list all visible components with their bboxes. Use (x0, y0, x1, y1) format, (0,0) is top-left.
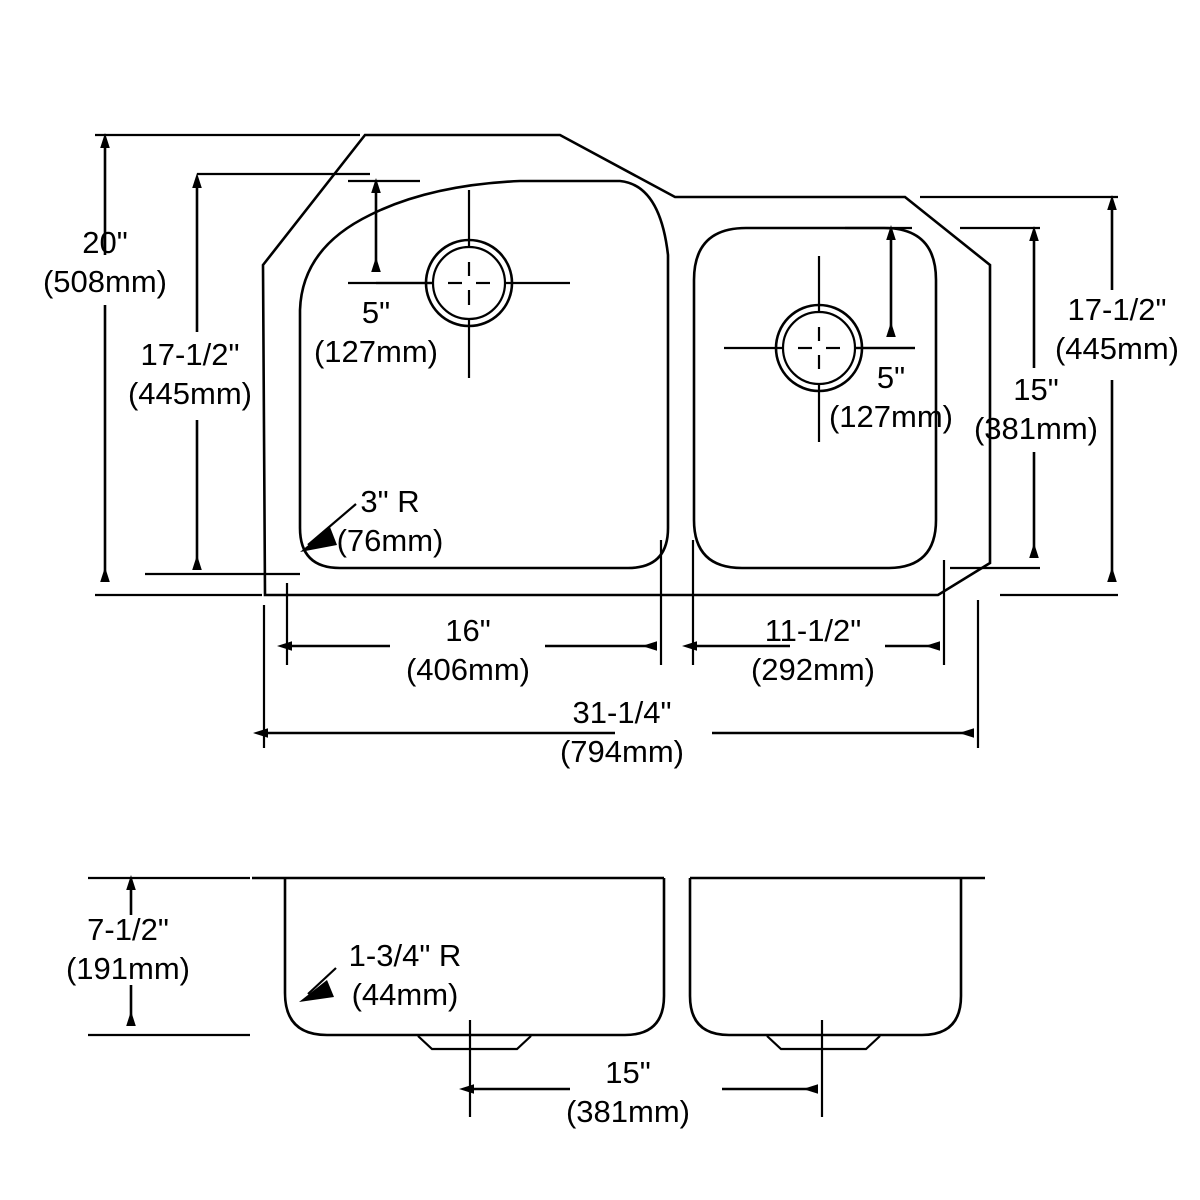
dim-left-drain-offset-metric: (127mm) (314, 334, 438, 369)
dim-overall-height: 20" (508mm) (43, 133, 360, 597)
dim-bowl-depth: 7-1/2" (191mm) (66, 875, 250, 1037)
dim-right-rim-height-metric: (445mm) (1055, 331, 1179, 366)
top-view-group: 20" (508mm) 17-1/2" (445mm) 5" (127mm) 5… (43, 133, 1179, 769)
dim-right-drain-offset-metric: (127mm) (829, 399, 953, 434)
dim-right-rim-height-imperial: 17-1/2" (1068, 292, 1167, 327)
dim-right-bowl-width-imperial: 11-1/2" (765, 613, 862, 648)
dim-right-bowl-height-metric: (381mm) (974, 411, 1098, 446)
dim-right-bowl-height: 15" (381mm) (950, 226, 1098, 570)
callout-corner-radius-elevation-imperial: 1-3/4" R (349, 938, 462, 973)
callout-corner-radius-top-imperial: 3" R (360, 484, 419, 519)
dim-right-drain-offset-imperial: 5" (877, 360, 905, 395)
dim-bowl-depth-imperial: 7-1/2" (87, 912, 169, 947)
callout-corner-radius-top-metric: (76mm) (337, 523, 444, 558)
elevation-right-bowl (688, 876, 985, 1051)
dim-overall-height-metric: (508mm) (43, 264, 167, 299)
dim-right-rim-height: 17-1/2" (445mm) (920, 195, 1179, 597)
callout-corner-radius-elevation-metric: (44mm) (352, 977, 459, 1012)
right-bowl-outline (692, 226, 938, 570)
elevation-left-bowl (252, 876, 666, 1051)
dim-drain-spacing-imperial: 15" (605, 1055, 651, 1090)
dim-left-bowl-width: 16" (406mm) (277, 540, 663, 687)
dim-left-bowl-width-metric: (406mm) (406, 652, 530, 687)
callout-corner-radius-elevation: 1-3/4" R (44mm) (299, 938, 461, 1012)
sink-outer-rim-outline (261, 133, 992, 597)
dim-left-drain-offset: 5" (127mm) (314, 178, 438, 369)
dim-bowl-depth-metric: (191mm) (66, 951, 190, 986)
dim-right-bowl-width-metric: (292mm) (751, 652, 875, 687)
dim-overall-height-imperial: 20" (82, 225, 128, 260)
dim-left-bowl-height-imperial: 17-1/2" (141, 337, 240, 372)
dim-left-bowl-height-metric: (445mm) (128, 376, 252, 411)
left-bowl-outline (298, 179, 670, 570)
callout-corner-radius-top: 3" R (76mm) (300, 484, 443, 558)
elevation-view-group: 7-1/2" (191mm) 1-3/4" R (44mm) 15" (381m… (66, 875, 985, 1129)
dim-left-drain-offset-imperial: 5" (362, 295, 390, 330)
dim-drain-spacing-metric: (381mm) (566, 1094, 690, 1129)
dim-overall-width-metric: (794mm) (560, 734, 684, 769)
dim-overall-width: 31-1/4" (794mm) (253, 600, 980, 769)
dim-right-drain-offset: 5" (127mm) (829, 225, 953, 434)
dim-drain-spacing: 15" (381mm) (459, 1020, 824, 1129)
dim-right-bowl-width: 11-1/2" (292mm) (682, 540, 946, 687)
dim-left-bowl-height: 17-1/2" (445mm) (128, 172, 370, 576)
dim-overall-width-imperial: 31-1/4" (573, 695, 672, 730)
dim-right-bowl-height-imperial: 15" (1013, 372, 1059, 407)
dim-left-bowl-width-imperial: 16" (445, 613, 491, 648)
